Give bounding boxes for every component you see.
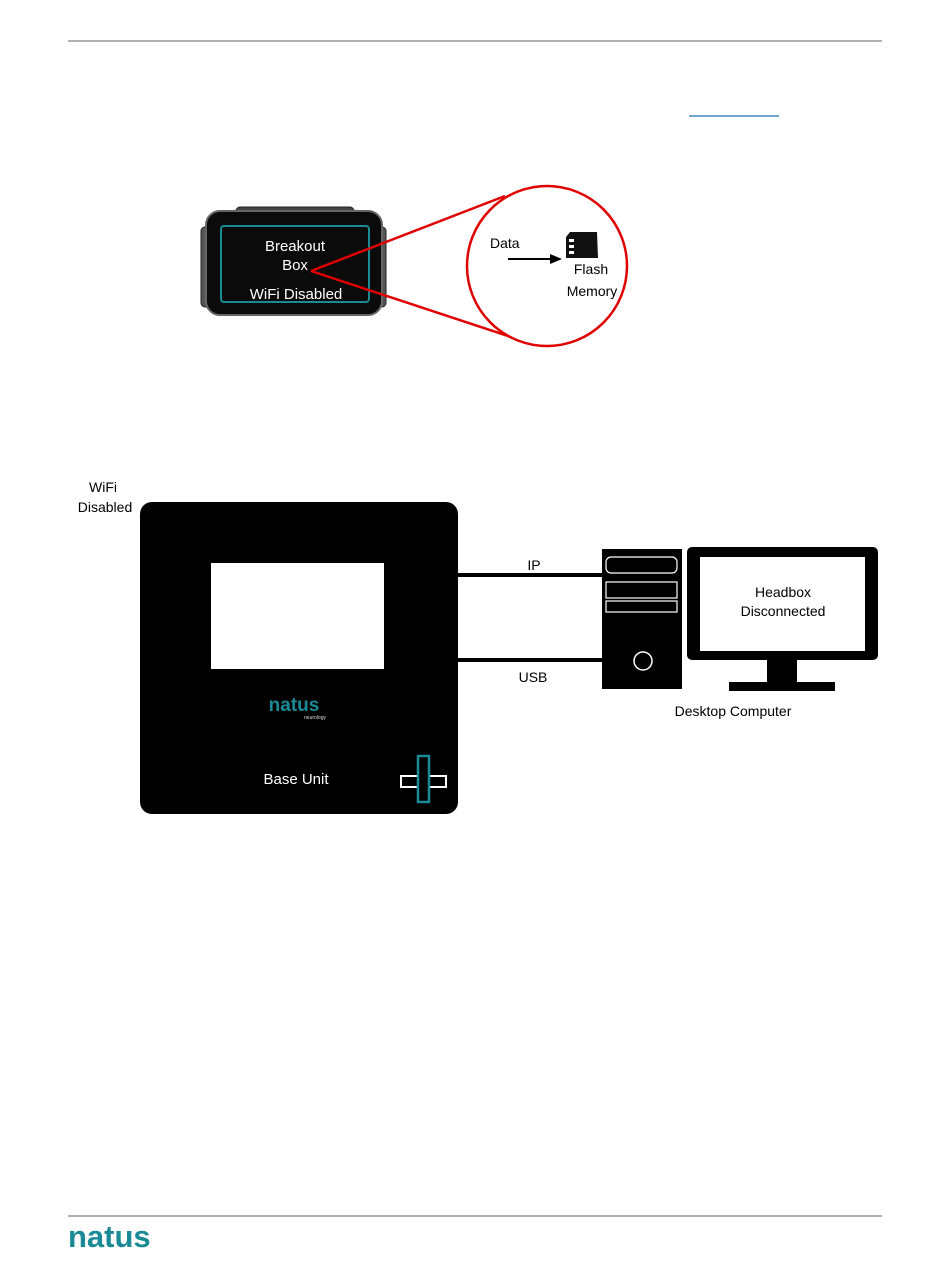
desktop-computer-label: Desktop Computer xyxy=(675,703,792,719)
ip-label: IP xyxy=(527,557,540,573)
base-unit-label: Base Unit xyxy=(263,771,329,788)
usb-label: USB xyxy=(519,669,548,685)
base-wifi-label-line1: WiFi xyxy=(89,479,117,495)
desktop-tower xyxy=(602,549,682,689)
base-brand-sub: neurology xyxy=(304,715,326,721)
base-wifi-label-line2: Disabled xyxy=(78,499,132,515)
flash-memory-label-line2: Memory xyxy=(567,283,618,299)
footer-natus-logo: natus xyxy=(68,1219,151,1254)
base-brand-name: natus xyxy=(269,695,320,716)
data-label: Data xyxy=(490,235,520,251)
base-unit-screen xyxy=(211,563,384,669)
desktop-monitor: Headbox Disconnected xyxy=(687,547,878,691)
sd-card-icon xyxy=(566,232,598,258)
monitor-text-line2: Disconnected xyxy=(741,603,826,619)
breakout-label-line1: Breakout xyxy=(265,238,326,255)
breakout-box-device: Breakout Box WiFi Disabled xyxy=(201,207,386,315)
monitor-text-line1: Headbox xyxy=(755,584,811,600)
breakout-wifi-status: WiFi Disabled xyxy=(250,286,343,303)
flash-memory-label-line1: Flash xyxy=(574,261,608,277)
breakout-label-line2: Box xyxy=(282,257,308,274)
base-unit-device: natus neurology Base Unit xyxy=(140,502,458,814)
